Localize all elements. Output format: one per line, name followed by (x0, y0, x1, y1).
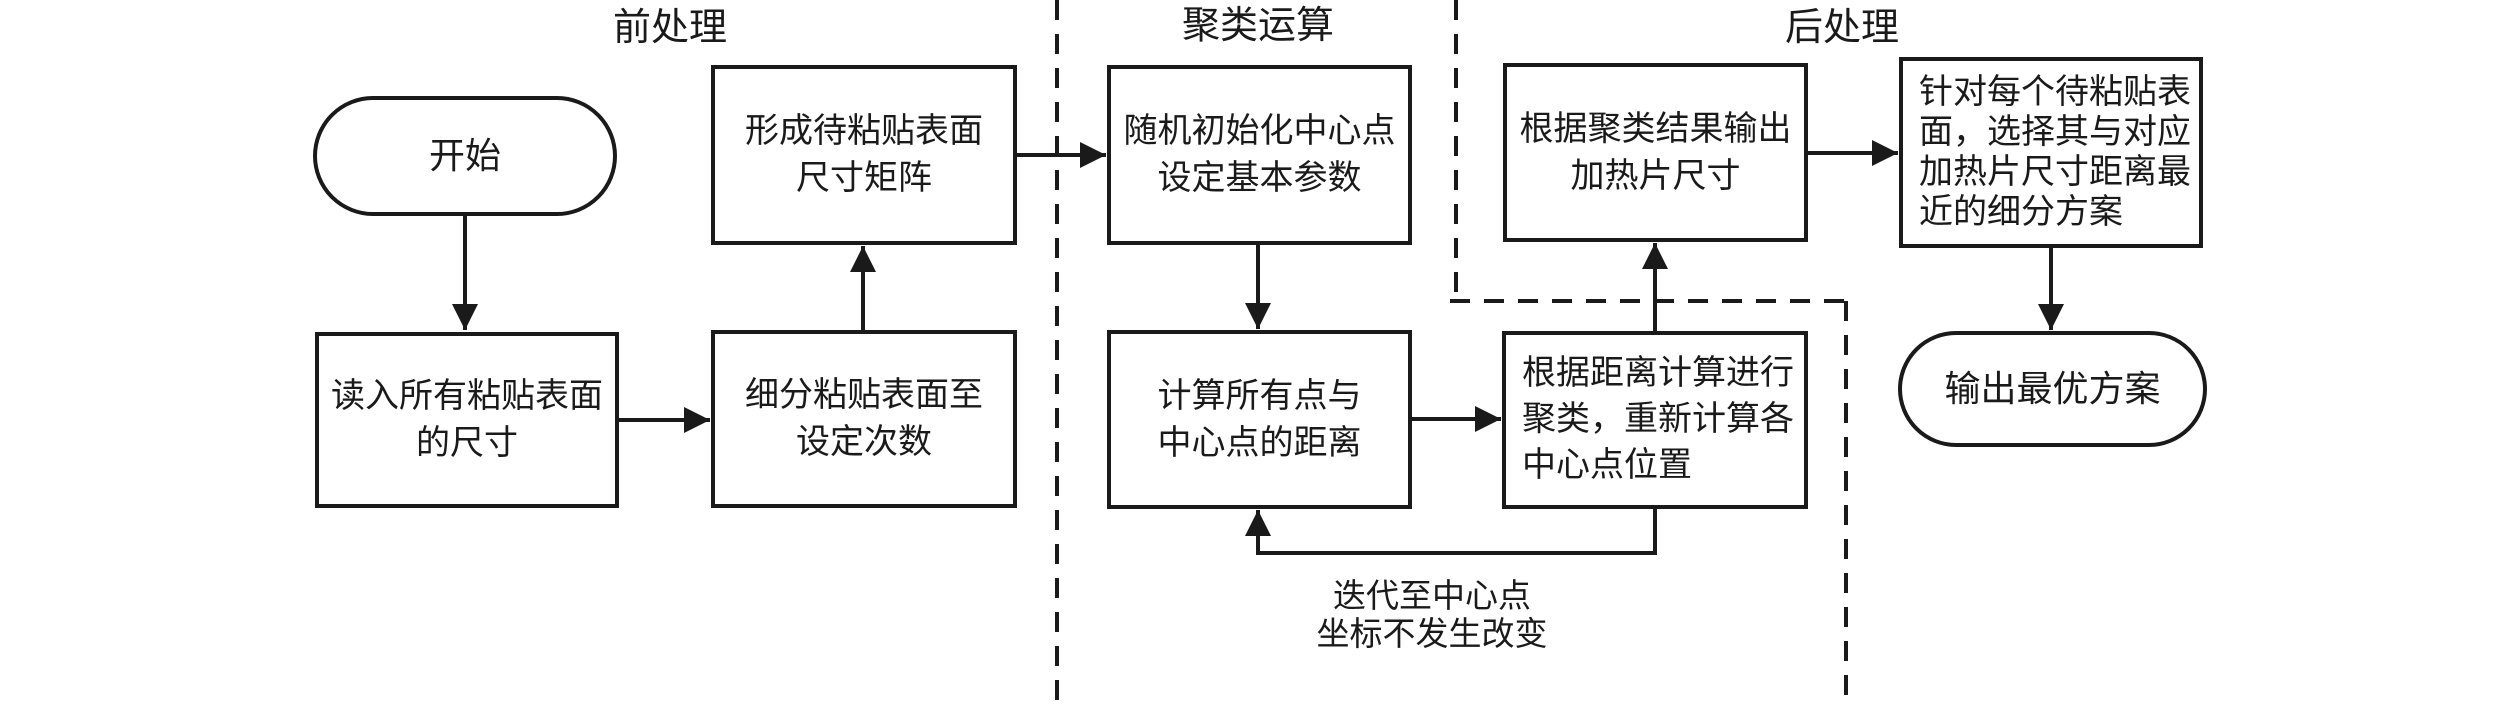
section-label-preprocess: 前处理 (612, 7, 728, 49)
read-surface-sizes-box: 读入所有粘贴表面 的尺寸 (315, 332, 619, 508)
form-size-matrix-box: 形成待粘贴表面 尺寸矩阵 (711, 65, 1017, 245)
iterate-until-stable-note: 迭代至中心点 坐标不发生改变 (1316, 579, 1548, 653)
section-label-postprocess: 后处理 (1784, 7, 1900, 49)
subdivide-surface-box: 细分粘贴表面至 设定次数 (711, 330, 1017, 508)
select-closest-scheme-box: 针对每个待粘贴表 面，选择其与对应 加热片尺寸距离最 近的细分方案 (1899, 57, 2203, 248)
output-best-scheme-node: 输出最优方案 (1898, 331, 2207, 447)
recluster-recalc-centers-box: 根据距离计算进行 聚类，重新计算各 中心点位置 (1502, 331, 1808, 509)
calc-distance-box: 计算所有点与 中心点的距离 (1107, 330, 1412, 509)
arrow-feedback-recluster-to-calc (1245, 509, 1657, 555)
section-label-clustering: 聚类运算 (1181, 5, 1335, 47)
start-node: 开始 (313, 96, 617, 216)
init-center-points-box: 随机初始化中心点 设定基本参数 (1107, 65, 1412, 245)
output-heater-size-box: 根据聚类结果输出 加热片尺寸 (1503, 63, 1808, 242)
